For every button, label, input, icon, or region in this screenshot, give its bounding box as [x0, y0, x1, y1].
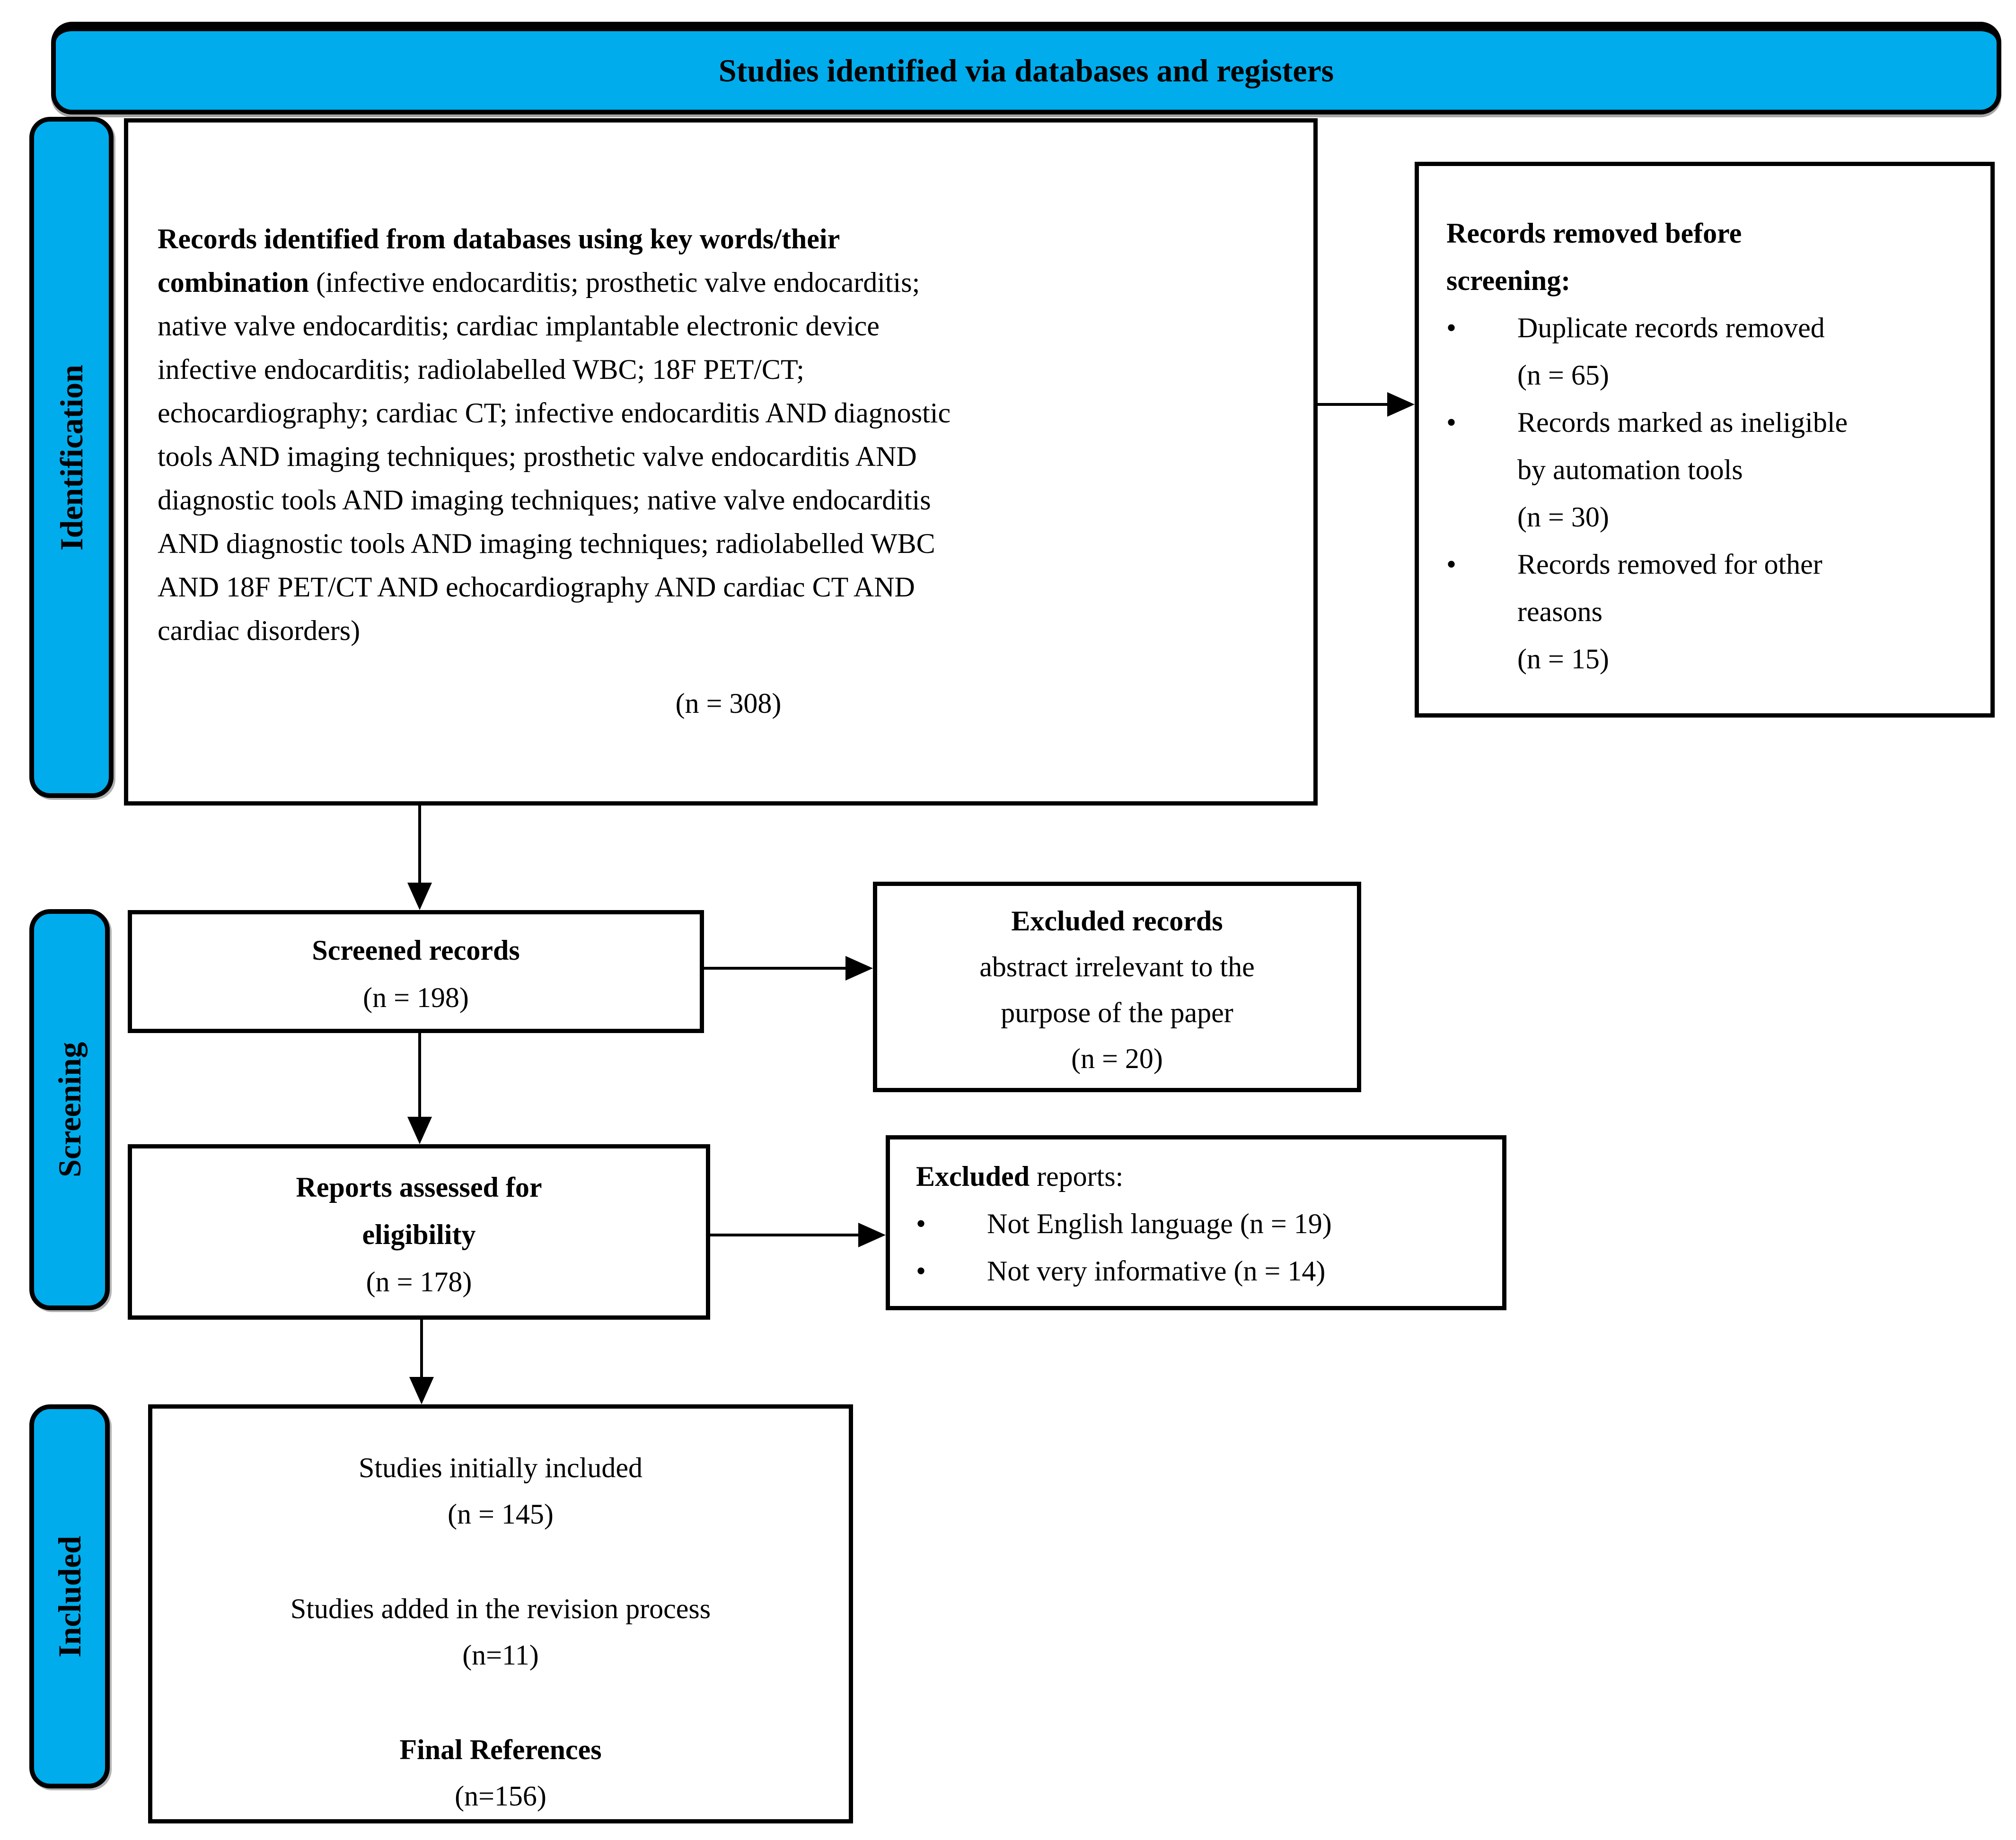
arrow-head-down-icon	[407, 1117, 432, 1144]
screened-records-title: Screened records	[312, 935, 520, 966]
arrow-head-down-icon	[409, 1377, 434, 1404]
stage-label-identification-text: Identification	[53, 364, 89, 551]
arrow-shaft	[418, 806, 421, 884]
bullet-icon: •	[916, 1255, 926, 1287]
final-references-count: (n=156)	[455, 1780, 546, 1812]
records-identified-line: diagnostic tools AND imaging techniques;…	[158, 484, 931, 516]
removed-bullet-duplicates-text: Duplicate records removed (n = 65)	[1517, 312, 1825, 391]
excluded-records-title: Excluded records	[1011, 905, 1223, 937]
included-revision-line: Studies added in the revision process	[290, 1593, 711, 1624]
bullet-icon: •	[916, 1208, 926, 1239]
excluded-records-line1: abstract irrelevant to the	[979, 951, 1255, 982]
bullet-icon: •	[1446, 549, 1457, 580]
records-identified-line: tools AND imaging techniques; prosthetic…	[158, 441, 917, 472]
arrow-head-right-icon	[845, 956, 873, 981]
final-references-line: Final References	[399, 1734, 602, 1765]
stage-label-included: Included	[29, 1404, 110, 1788]
removed-bullet-other: • Records removed for other reasons (n =…	[1446, 541, 1981, 683]
reports-assessed-box: Reports assessed for eligibility (n = 17…	[128, 1144, 710, 1320]
records-removed-box: Records removed before screening: • Dupl…	[1415, 162, 1995, 718]
removed-bullet-automation: • Records marked as ineligible by automa…	[1446, 399, 1981, 541]
arrow-head-right-icon	[1387, 392, 1415, 417]
removed-bullet-automation-text: Records marked as ineligible by automati…	[1517, 407, 1848, 533]
arrow-head-down-icon	[407, 883, 432, 910]
records-identified-line: infective endocarditis; radiolabelled WB…	[158, 354, 804, 385]
spacer	[152, 1678, 849, 1726]
included-studies-box: Studies initially included (n = 145) Stu…	[148, 1404, 853, 1823]
excluded-reports-bullet-informative: • Not very informative (n = 14)	[916, 1247, 1495, 1295]
header-bar: Studies identified via databases and reg…	[51, 22, 2001, 114]
arrow-shaft	[710, 1234, 860, 1236]
stage-label-screening-text: Screening	[51, 1042, 88, 1177]
bullet-icon: •	[1446, 312, 1457, 343]
arrow-reports-to-excluded-reports	[710, 1223, 886, 1247]
arrow-shaft	[418, 1033, 421, 1118]
records-removed-title-line2: screening:	[1446, 265, 1571, 296]
records-identified-line: cardiac disorders)	[158, 615, 361, 646]
arrow-shaft	[1318, 403, 1389, 406]
records-identified-line: combination (infective endocarditis; pro…	[158, 267, 920, 298]
arrow-head-right-icon	[858, 1223, 886, 1247]
stage-label-screening: Screening	[29, 909, 110, 1310]
stage-label-included-text: Included	[51, 1535, 88, 1657]
screened-records-count: (n = 198)	[363, 982, 469, 1013]
included-revision-count: (n=11)	[462, 1639, 539, 1671]
arrow-identified-to-removed	[1318, 392, 1415, 417]
excluded-records-box: Excluded records abstract irrelevant to …	[873, 882, 1361, 1092]
records-identified-line: echocardiography; cardiac CT; infective …	[158, 397, 951, 429]
records-removed-title-line1: Records removed before	[1446, 218, 1742, 249]
removed-bullet-other-text: Records removed for other reasons (n = 1…	[1517, 549, 1822, 675]
excluded-reports-bullet-language: • Not English language (n = 19)	[916, 1200, 1495, 1247]
arrow-shaft	[420, 1320, 423, 1378]
reports-assessed-count: (n = 178)	[366, 1266, 472, 1297]
excluded-records-line2: purpose of the paper	[1001, 997, 1233, 1028]
records-identified-line: AND diagnostic tools AND imaging techniq…	[158, 528, 935, 559]
excluded-records-count: (n = 20)	[1071, 1043, 1163, 1074]
records-identified-count: (n = 308)	[675, 688, 782, 719]
arrow-screened-to-reports	[407, 1033, 432, 1144]
excluded-reports-box: Excluded reports: • Not English language…	[886, 1135, 1506, 1310]
arrow-identified-to-screened	[407, 806, 432, 910]
records-identified-line: Records identified from databases using …	[158, 223, 840, 254]
records-identified-line: native valve endocarditis; cardiac impla…	[158, 310, 880, 342]
arrow-shaft	[704, 967, 847, 970]
bullet-icon: •	[1446, 407, 1457, 438]
reports-assessed-title-line1: Reports assessed for	[296, 1172, 542, 1203]
stage-label-identification: Identification	[29, 117, 114, 798]
excluded-reports-title: Excluded reports:	[916, 1161, 1124, 1192]
arrow-reports-to-included	[409, 1320, 434, 1404]
included-initial-count: (n = 145)	[448, 1498, 554, 1530]
arrow-screened-to-excluded-records	[704, 956, 873, 981]
header-title: Studies identified via databases and reg…	[718, 52, 1334, 88]
removed-bullet-duplicates: • Duplicate records removed (n = 65)	[1446, 304, 1981, 399]
spacer	[152, 1537, 849, 1586]
reports-assessed-title-line2: eligibility	[362, 1219, 476, 1250]
records-identified-line: AND 18F PET/CT AND echocardiography AND …	[158, 571, 915, 603]
records-identified-box: Records identified from databases using …	[124, 118, 1318, 806]
screened-records-box: Screened records (n = 198)	[128, 910, 704, 1033]
included-initial-line: Studies initially included	[359, 1452, 643, 1483]
